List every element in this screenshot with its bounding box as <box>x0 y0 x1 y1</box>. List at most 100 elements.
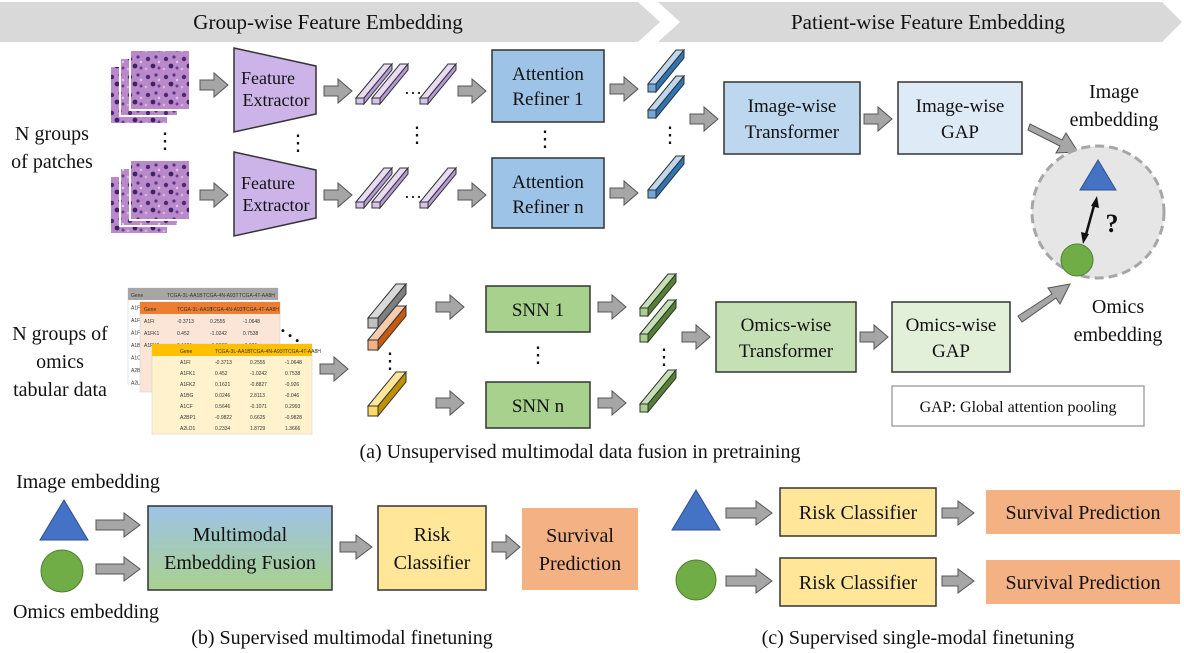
svg-text:Patient-wise Feature Embedding: Patient-wise Feature Embedding <box>791 10 1066 34</box>
table-cell: -0.9822 <box>215 415 232 421</box>
image-embedding-label-b: Image embedding <box>16 471 160 493</box>
triangle-icon <box>671 489 721 531</box>
svg-text:embedding: embedding <box>1070 109 1159 131</box>
table-cell: A1FK2 <box>180 382 196 388</box>
table-cell: -1.0648 <box>243 319 260 325</box>
table-cell: 2.8113 <box>250 393 265 399</box>
arrow <box>95 556 141 582</box>
table-cell: A1FK2 <box>131 331 147 337</box>
arrow <box>725 568 773 594</box>
table-cell: A1FI <box>131 306 142 312</box>
table-cell: A1FK1 <box>144 331 160 337</box>
svg-text:Attention: Attention <box>512 64 584 85</box>
svg-text:Survival: Survival <box>546 525 614 547</box>
table-cell: -1.0648 <box>285 360 302 366</box>
svg-text:GAP: GAP <box>941 122 979 143</box>
arrow <box>609 75 639 103</box>
image-wise-gap: Image-wise GAP <box>897 81 1023 155</box>
arrow <box>725 500 773 526</box>
attention-refiner-n: Attention Refiner n <box>491 157 605 229</box>
omics-group-vectors: ⋮ <box>366 282 408 418</box>
feature-extractor-bottom: Feature Extractor <box>233 151 317 237</box>
header-patient-wise: Patient-wise Feature Embedding <box>658 2 1182 42</box>
circle-icon <box>40 549 84 593</box>
arrow <box>323 181 353 209</box>
svg-text:Extractor: Extractor <box>243 195 310 215</box>
vdots-refiner: ⋮ <box>534 126 556 151</box>
arrow <box>681 323 711 351</box>
image-triangle-icon <box>1079 159 1117 191</box>
table-cell: 0.5646 <box>215 404 231 410</box>
attention-refiner-1: Attention Refiner 1 <box>491 49 605 123</box>
table-cell: 0.2555 <box>210 319 226 325</box>
table-cell: -0.8827 <box>250 382 267 388</box>
svg-text:SNN n: SNN n <box>512 396 565 417</box>
table-header-cell: TCGA-4N-A93T <box>203 293 239 299</box>
table-cell: -0.1071 <box>250 404 267 410</box>
caption-c: (c) Supervised single-modal finetuning <box>762 627 1075 649</box>
image-wise-transformer: Image-wise Transformer <box>723 81 861 155</box>
table-cell: A1FI <box>144 319 155 325</box>
feature-extractor-top: Feature Extractor <box>233 47 317 133</box>
arrow <box>689 105 719 133</box>
svg-text:…: … <box>404 182 422 202</box>
arrow <box>199 71 229 99</box>
arrow-to-latent-bottom <box>1017 283 1071 323</box>
table-cell: 1.3666 <box>285 426 301 432</box>
patch-stack-bottom <box>109 159 191 235</box>
omics-circle-icon <box>1060 243 1094 277</box>
multimodal-fusion: Multimodal Embedding Fusion <box>147 505 333 591</box>
table-cell: 0.452 <box>215 371 228 377</box>
snn-n: SNN n <box>485 381 591 429</box>
n-groups-omics-label: N groups of omics tabular data <box>12 323 108 401</box>
svg-text:Feature: Feature <box>241 68 295 88</box>
arrow <box>863 105 893 133</box>
table-cell: A1CF <box>131 356 144 362</box>
risk-classifier-b: Risk Classifier <box>377 505 487 591</box>
table-cell: A1BG <box>180 393 193 399</box>
arrow <box>339 534 373 560</box>
table-header-cell: TCGA-4N-A93T <box>210 307 246 313</box>
arrow <box>941 500 975 526</box>
arrow <box>457 77 487 105</box>
svg-text:⋮: ⋮ <box>379 348 401 373</box>
table-cell: 0.2993 <box>285 404 301 410</box>
arrow <box>597 389 627 417</box>
vdots-patches: ⋮ <box>154 128 176 153</box>
omics-tokens-green: ⋮ <box>638 272 678 414</box>
table-cell: 0.7538 <box>243 331 259 337</box>
svg-text:Refiner n: Refiner n <box>512 197 584 218</box>
table-cell: A1FI <box>180 360 191 366</box>
table-cell: 0.1621 <box>215 382 231 388</box>
svg-text:Omics: Omics <box>1092 296 1144 318</box>
svg-text:Image: Image <box>1089 81 1139 103</box>
risk-classifier-c2: Risk Classifier <box>779 557 937 607</box>
table-cell: A1CF <box>180 404 193 410</box>
table-cell: A2LD1 <box>131 381 147 387</box>
table-cell: -0.046 <box>285 393 299 399</box>
svg-text:Prediction: Prediction <box>539 553 621 575</box>
table-cell: 0.2334 <box>215 426 231 432</box>
table-cell: A1FK1 <box>180 371 196 377</box>
table-header-cell: TCGA-4T-AA8H <box>285 349 321 355</box>
arrow <box>319 355 349 383</box>
table-cell: -0.9828 <box>285 415 302 421</box>
table-header-cell: Gene <box>144 307 156 313</box>
arrow <box>457 181 487 209</box>
table-cell: A2LD1 <box>180 426 196 432</box>
svg-text:⋮: ⋮ <box>659 122 681 147</box>
svg-text:Multimodal: Multimodal <box>193 524 288 546</box>
arrow <box>597 293 627 321</box>
svg-text:Attention: Attention <box>512 172 584 193</box>
arrow <box>95 512 141 538</box>
svg-text:Group-wise Feature Embedding: Group-wise Feature Embedding <box>193 10 463 34</box>
table-cell: -1.0242 <box>210 331 227 337</box>
question-mark: ? <box>1106 209 1119 238</box>
table-cell: 1.8729 <box>250 426 266 432</box>
omics-wise-transformer: Omics-wise Transformer <box>715 301 857 373</box>
triangle-icon <box>39 499 89 541</box>
omics-embedding-label-b: Omics embedding <box>13 601 159 623</box>
svg-text:Omics-wise: Omics-wise <box>906 315 997 336</box>
table-cell: 0.0246 <box>215 393 231 399</box>
svg-text:of patches: of patches <box>11 151 93 173</box>
